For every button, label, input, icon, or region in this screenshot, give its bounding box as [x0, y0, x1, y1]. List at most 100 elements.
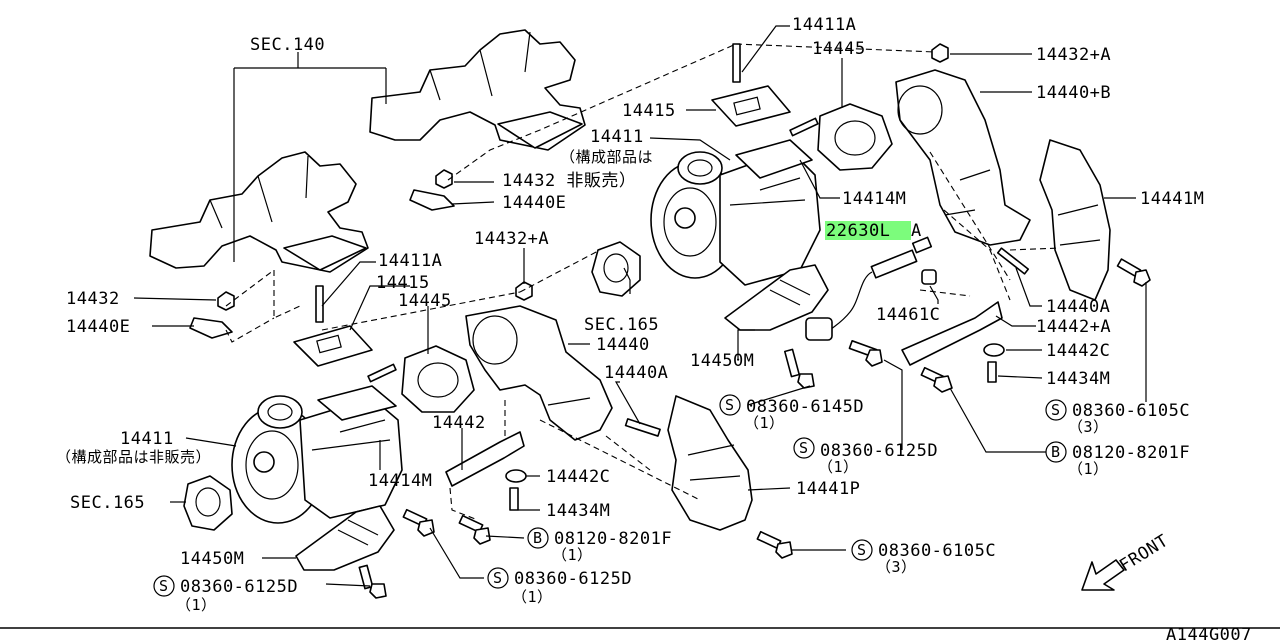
label-14440a-mid[interactable]: 14440A	[604, 363, 668, 383]
label-b8201f-mid[interactable]: 08120-8201F	[554, 529, 672, 549]
label-s6145d[interactable]: 08360-6145D	[746, 397, 864, 417]
bolt-14434M-right	[987, 361, 997, 383]
bolt-14434M-mid	[509, 487, 519, 511]
label-14442[interactable]: 14442	[432, 413, 486, 433]
stud-14411A-upper	[732, 43, 741, 83]
s-symbol: S	[799, 439, 809, 457]
s-symbol: S	[1051, 401, 1061, 419]
bolt-6125D-mid	[848, 339, 883, 367]
bolt-6125D-bot	[402, 508, 435, 537]
exhaust-manifold-lower	[149, 151, 369, 273]
label-14445-mid[interactable]: 14445	[398, 291, 452, 311]
washer-14442C-right	[983, 343, 1005, 357]
gasket-sec165-mid	[591, 241, 641, 297]
part-labels: SEC.140 14411A 14445 14432+A 14440+B 144…	[56, 15, 1204, 614]
diagram-code: A144G007	[1166, 625, 1252, 640]
label-14442c-right[interactable]: 14442C	[1046, 341, 1110, 361]
front-label: FRONT	[1116, 531, 1172, 576]
label-14440[interactable]: 14440	[596, 335, 650, 355]
stud-14411A-lower	[315, 285, 324, 323]
s-symbol-icon	[851, 539, 873, 561]
label-14415-top[interactable]: 14415	[622, 101, 676, 121]
bolt-6145D	[783, 348, 815, 389]
label-14411-top-note: （構成部品は	[560, 148, 653, 166]
label-sec165-left[interactable]: SEC.165	[70, 493, 145, 513]
label-22630[interactable]: 22630L	[826, 221, 890, 241]
label-14450m-mid[interactable]: 14450M	[690, 351, 754, 371]
label-14432-left[interactable]: 14432	[66, 289, 120, 309]
bolt-6105C-mid	[756, 530, 793, 559]
label-14440e-top[interactable]: 14440E	[502, 193, 566, 213]
label-14441m[interactable]: 14441M	[1140, 189, 1204, 209]
s-symbol-icon	[719, 394, 741, 416]
label-s6105c-mid-qty: （3）	[876, 558, 917, 576]
heat-shield-14441P	[667, 395, 753, 531]
label-s6105c-right[interactable]: 08360-6105C	[1072, 401, 1190, 421]
label-s6125d-left-qty: （1）	[176, 596, 217, 614]
label-14432a-mid[interactable]: 14432+A	[474, 229, 549, 249]
gasket-sec165-left	[183, 475, 233, 531]
label-s6105c-mid[interactable]: 08360-6105C	[878, 541, 996, 561]
label-s6125d-bot[interactable]: 08360-6125D	[514, 569, 632, 589]
nut-14432-top	[435, 169, 453, 189]
label-14442c-mid[interactable]: 14442C	[546, 467, 610, 487]
assembly-dash-lines	[225, 43, 1061, 521]
label-14434m-right[interactable]: 14434M	[1046, 369, 1110, 389]
label-14432a-top[interactable]: 14432+A	[1036, 45, 1111, 65]
label-14461c[interactable]: 14461C	[876, 305, 940, 325]
label-14440a-right[interactable]: 14440A	[1046, 297, 1110, 317]
label-14411a-top[interactable]: 14411A	[792, 15, 856, 35]
label-b8201f-mid-qty: （1）	[552, 546, 593, 564]
s-symbol-icon	[1045, 399, 1067, 421]
front-arrow-icon	[1081, 559, 1125, 591]
label-14411-top[interactable]: 14411	[590, 127, 644, 147]
gasket-14415-upper	[711, 85, 791, 127]
o2-sensor-22630	[805, 236, 933, 341]
label-14440e-left[interactable]: 14440E	[66, 317, 130, 337]
nut-14432A-mid	[515, 281, 533, 301]
part-highlight	[825, 221, 911, 240]
label-14415-mid[interactable]: 14415	[376, 273, 430, 293]
turbocharger-upper	[650, 139, 821, 286]
b-symbol: B	[1051, 443, 1061, 461]
label-b8201f-right[interactable]: 08120-8201F	[1072, 443, 1190, 463]
exhaust-manifold-upper	[369, 29, 586, 151]
stay-14442	[445, 431, 525, 487]
label-14414m-left[interactable]: 14414M	[368, 471, 432, 491]
label-14411a-mid[interactable]: 14411A	[378, 251, 442, 271]
label-14442a[interactable]: 14442+A	[1036, 317, 1111, 337]
gasket-14415-lower	[293, 325, 373, 367]
s-symbol-icon	[793, 437, 815, 459]
nut-14432A-top	[931, 43, 949, 63]
label-sec140[interactable]: SEC.140	[250, 35, 325, 55]
b-symbol-icon	[527, 527, 549, 549]
label-14432-nonsale[interactable]: 14432 非販売）	[502, 171, 636, 191]
label-14440b[interactable]: 14440+B	[1036, 83, 1111, 103]
label-14450m-left[interactable]: 14450M	[180, 549, 244, 569]
clip-14440E-top	[409, 189, 455, 211]
label-s6125d-left[interactable]: 08360-6125D	[180, 577, 298, 597]
stud-14414M-lower	[367, 363, 397, 383]
washer-14442C-mid	[505, 469, 527, 483]
s-symbol: S	[857, 541, 867, 559]
b-symbol: B	[533, 529, 543, 547]
label-14445-top[interactable]: 14445	[812, 39, 866, 59]
label-s6125d-mid[interactable]: 08360-6125D	[820, 441, 938, 461]
nut-14432-left	[217, 291, 235, 311]
label-s6125d-mid-qty: （1）	[818, 458, 859, 476]
bolt-6105C-right	[1116, 258, 1151, 287]
stay-14442A	[901, 301, 1003, 366]
turbocharger-lower	[231, 385, 403, 524]
stud-14440A-mid	[624, 418, 661, 437]
label-sec165-mid[interactable]: SEC.165	[584, 315, 659, 335]
label-14441p[interactable]: 14441P	[796, 479, 860, 499]
label-14411-left[interactable]: 14411	[120, 429, 174, 449]
s-symbol-icon	[153, 575, 175, 597]
bolt-8201F-right	[920, 366, 953, 393]
label-14434m-mid[interactable]: 14434M	[546, 501, 610, 521]
gasket-14445-lower	[401, 345, 475, 413]
bracket-14450M-lower	[295, 505, 395, 571]
b-symbol-icon	[1045, 441, 1067, 463]
label-14414m-top[interactable]: 14414M	[842, 189, 906, 209]
